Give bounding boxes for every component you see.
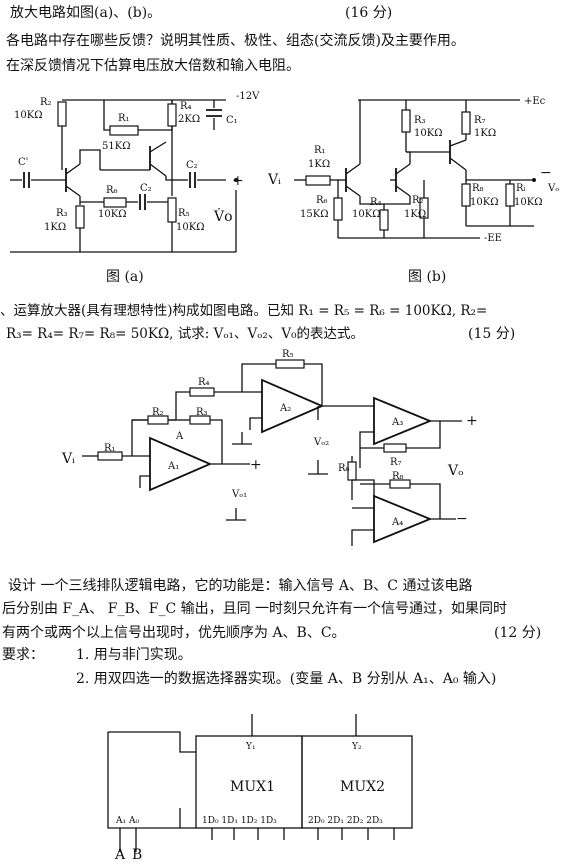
fig-b-r7-value: 1KΩ <box>474 128 497 139</box>
fig-b-ec-label: +Ec <box>524 96 546 107</box>
fig-a-r5-label: R₅ <box>178 208 190 219</box>
opamp-r2-label: R₂ <box>152 407 164 418</box>
fig-a-vo-label: V̇o <box>214 209 233 225</box>
fig-a-r6-label: R₆ <box>106 185 118 196</box>
fig-a-r3-value: 1KΩ <box>44 222 67 233</box>
fig-a-r4-value: 2KΩ <box>178 114 201 125</box>
mux2-label: MUX2 <box>340 779 386 795</box>
fig-a-c3-label: C₂ <box>140 183 152 194</box>
fig-b-rl-value: 10KΩ <box>514 197 543 208</box>
opamp-node-a-label: A <box>176 431 184 442</box>
opamp-r4-label: R₄ <box>198 377 210 388</box>
fig-b-r2-label: R₂ <box>412 195 424 206</box>
q6-requirement-label: 要求： <box>2 647 44 663</box>
fig-b-vi-label: Vᵢ <box>268 172 281 188</box>
opamp-minus-a4: − <box>456 511 468 527</box>
fig-b-ee-label: -EE <box>484 233 502 244</box>
opamp-r3-label: R₃ <box>196 407 208 418</box>
fig-a-c1-label: C₁ <box>226 115 238 126</box>
mux-input-a-label: A <box>115 847 126 863</box>
q4-score: (16 分) <box>345 5 393 21</box>
q6-line2: 后分别由 F_A、 F_B、F_C 输出，且同 一时刻只允许有一个信号通过，如果… <box>2 601 508 617</box>
fig-a-c2-label: C₂ <box>186 160 198 171</box>
fig-b-r4-value: 10KΩ <box>352 209 381 220</box>
opamp-r1-label: R₁ <box>104 443 116 454</box>
fig-a-r2-value: 10KΩ <box>14 110 43 121</box>
opamp-plus-a3: + <box>466 413 478 429</box>
mux-input-b-label: B <box>132 847 143 863</box>
mux1-pins-label: 1D₀ 1D₁ 1D₂ 1D₃ <box>202 816 277 826</box>
opamp-r8-label: R₈ <box>392 471 404 482</box>
fig-a-r3-label: R₃ <box>56 208 68 219</box>
fig-b-r7-label: R₇ <box>474 115 486 126</box>
q5-score: (15 分) <box>468 326 516 342</box>
fig-b-r3-value: 10KΩ <box>414 128 443 139</box>
q4-statement: 放大电路如图(a)、(b)。 <box>10 5 162 21</box>
opamp-a4-label: A₄ <box>392 517 404 528</box>
q6-requirement-1: 1. 用与非门实现。 <box>76 647 192 663</box>
fig-a-r1-value: 51KΩ <box>102 141 131 152</box>
fig-a-r2-label: R₂ <box>40 97 52 108</box>
q4-line2: 各电路中存在哪些反馈？说明其性质、极性、组态(交流反馈)及主要作用。 <box>6 33 465 49</box>
opamp-vo-label: Vₒ <box>448 463 464 479</box>
fig-a-plus-label: + <box>232 173 244 189</box>
opamp-vi-label: Vᵢ <box>62 451 75 467</box>
q5-line2: R₃= R₄= R₇= R₈= 50KΩ, 试求: Vₒ₁、Vₒ₂、V₀的表达式… <box>6 326 364 342</box>
opamp-vo1-label: Vₒ₁ <box>232 489 248 500</box>
q6-line1: 设计 一个三线排队逻辑电路，它的功能是：输入信号 A、B、C 通过该电路 <box>8 578 473 594</box>
fig-b-r1-value: 1KΩ <box>308 159 331 170</box>
fig-b-vo-label: Vₒ <box>548 183 560 194</box>
opamp-a1-label: A₁ <box>168 461 180 472</box>
fig-b-r1-label: R₁ <box>314 145 326 156</box>
opamp-a3-label: A₃ <box>392 417 404 428</box>
opamp-plus-a1: + <box>250 457 262 473</box>
fig-b-r8-value: 10KΩ <box>470 197 499 208</box>
fig-a-r4-label: R₄ <box>180 101 192 112</box>
fig-b-r4-label: R₄ <box>370 197 382 208</box>
q6-line3: 有两个或两个以上信号出现时，优先顺序为 A、B、C。 <box>2 625 346 641</box>
opamp-r6-label: R₆ <box>338 463 350 474</box>
mux2-pins-label: 2D₀ 2D₁ 2D₂ 2D₃ <box>308 816 383 826</box>
q4-line3: 在深反馈情况下估算电压放大倍数和输入电阻。 <box>6 58 300 74</box>
opamp-vo2-label: Vₒ₂ <box>314 437 330 448</box>
mux1-y-label: Y₁ <box>246 742 256 752</box>
fig-b-caption: 图 (b) <box>408 269 447 285</box>
mux2-y-label: Y₂ <box>352 742 362 752</box>
fig-a-supply-label: -12V <box>236 91 260 102</box>
fig-b-r6-label: R₆ <box>316 195 328 206</box>
mux-select-label: A₁ A₀ <box>116 816 140 826</box>
fig-b-r3-label: R₃ <box>414 115 426 126</box>
fig-b-rl-label: Rₗ <box>516 183 526 194</box>
mux1-label: MUX1 <box>230 779 276 795</box>
fig-b-r2-value: 1KΩ <box>404 209 427 220</box>
q4-line1: 放大电路如图(a)、(b)。 <box>10 4 161 22</box>
fig-a-r6-value: 10KΩ <box>98 209 127 220</box>
fig-b-r8-label: R₈ <box>472 183 484 194</box>
q6-requirement-2: 2. 用双四选一的数据选择器实现。(变量 A、B 分别从 A₁、A₀ 输入) <box>76 671 497 687</box>
fig-b-r6-value: 15KΩ <box>300 209 329 220</box>
fig-a-r1-label: R₁ <box>118 113 130 124</box>
q5-line1: 、运算放大器(具有理想特性)构成如图电路。已知 R₁ = R₅ = R₆ = 1… <box>0 303 488 319</box>
opamp-a2-label: A₂ <box>280 403 292 414</box>
opamp-r5-label: R₅ <box>282 349 294 360</box>
fig-a-cin-label: C' <box>18 157 29 168</box>
fig-a-r5-value: 10KΩ <box>176 222 205 233</box>
fig-a-caption: 图 (a) <box>106 269 144 285</box>
q6-score: (12 分) <box>494 625 542 641</box>
fig-b-minus-label: − <box>540 165 552 181</box>
opamp-r7-label: R₇ <box>390 457 402 468</box>
